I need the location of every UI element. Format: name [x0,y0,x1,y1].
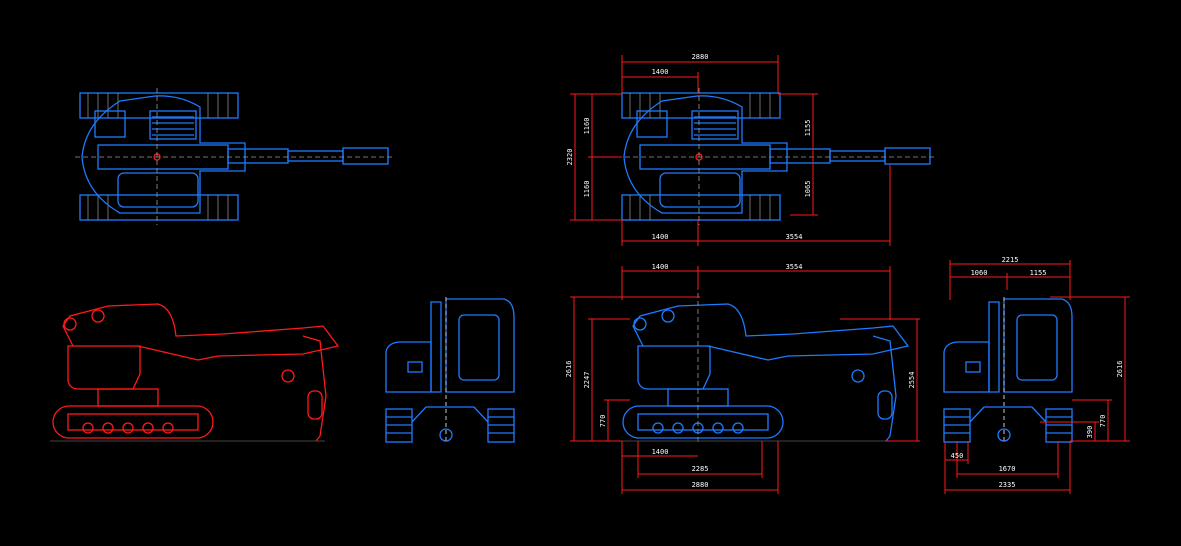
dim-plan-boom-reach: 3554 [786,233,803,241]
dim-side-overall-height: 2616 [565,361,573,378]
side-view-excavator-dimensioned [622,303,909,442]
dim-plan-half-width-b: 1160 [583,181,591,198]
dim-front-ground-clearance: 390 [1086,426,1094,439]
dim-front-track-gauge: 1670 [999,465,1016,473]
dim-plan-right-upper: 1155 [804,120,812,137]
dim-side-body-clearance: 770 [599,415,607,428]
side-dimensions [570,266,920,494]
dim-front-overall-height: 2616 [1116,361,1124,378]
dim-plan-front-to-center: 1400 [652,68,669,76]
dim-front-left-half: 1060 [971,269,988,277]
dim-front-crawler-width: 2335 [999,481,1016,489]
dim-front-track-shoe-width: 450 [951,452,964,460]
dim-side-center-offset: 1400 [652,448,669,456]
dim-front-right-half: 1155 [1030,269,1047,277]
dim-front-overall-width: 2215 [1002,256,1019,264]
dim-side-hook-height: 2554 [908,372,916,389]
dim-plan-rear-to-center: 1400 [652,233,669,241]
dim-front-body-clearance: 770 [1099,415,1107,428]
front-view-excavator [385,296,515,443]
dim-side-rear-to-center: 1400 [652,263,669,271]
dim-side-boom-height: 2247 [583,372,591,389]
plan-view-excavator-dimensioned [616,87,935,226]
plan-dimensions [570,55,891,246]
dim-plan-right-lower: 1065 [804,181,812,198]
dim-side-track-length: 2880 [692,481,709,489]
front-dimensions [944,260,1130,494]
dim-plan-half-width-a: 1160 [583,118,591,135]
dim-plan-overall-length: 2880 [692,53,709,61]
dim-side-tumbler-distance: 2285 [692,465,709,473]
dim-side-boom-reach: 3554 [786,263,803,271]
front-view-excavator-dimensioned [943,296,1073,443]
plan-view-excavator [74,87,393,226]
side-view-excavator-red [52,303,339,442]
dim-plan-overall-width: 2320 [566,149,574,166]
